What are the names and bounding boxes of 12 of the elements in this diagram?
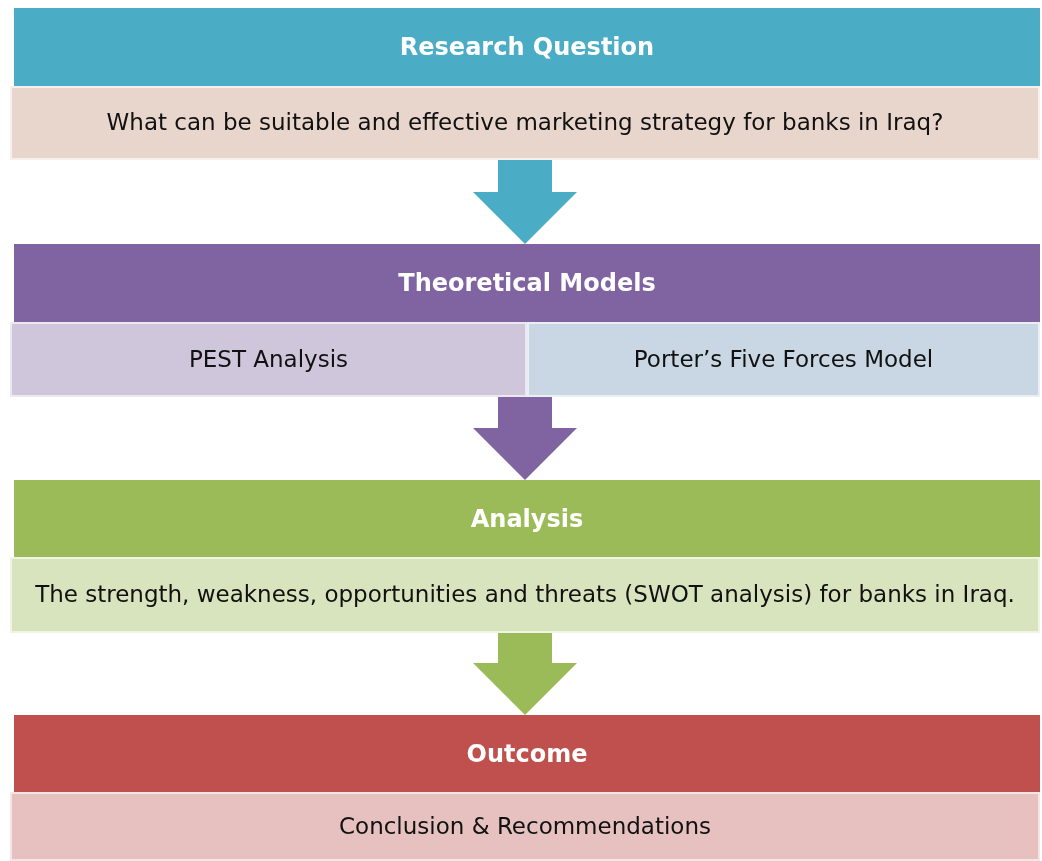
block-arrow xyxy=(473,397,577,480)
block-arrow xyxy=(473,160,577,244)
content-box: Conclusion & Recommendations xyxy=(10,792,1040,861)
header-band: Theoretical Models xyxy=(14,244,1040,322)
header-band: Research Question xyxy=(14,8,1040,86)
header-band: Outcome xyxy=(14,715,1040,792)
content-box: Porter’s Five Forces Model xyxy=(527,322,1040,397)
content-box: The strength, weakness, opportunities and threats (SWOT analysis) for banks in Iraq. xyxy=(10,557,1040,633)
header-band: Analysis xyxy=(14,480,1040,557)
content-box: What can be suitable and effective marketing strategy for banks in Iraq? xyxy=(10,86,1040,160)
block-arrow xyxy=(473,633,577,715)
content-box: PEST Analysis xyxy=(10,322,527,397)
